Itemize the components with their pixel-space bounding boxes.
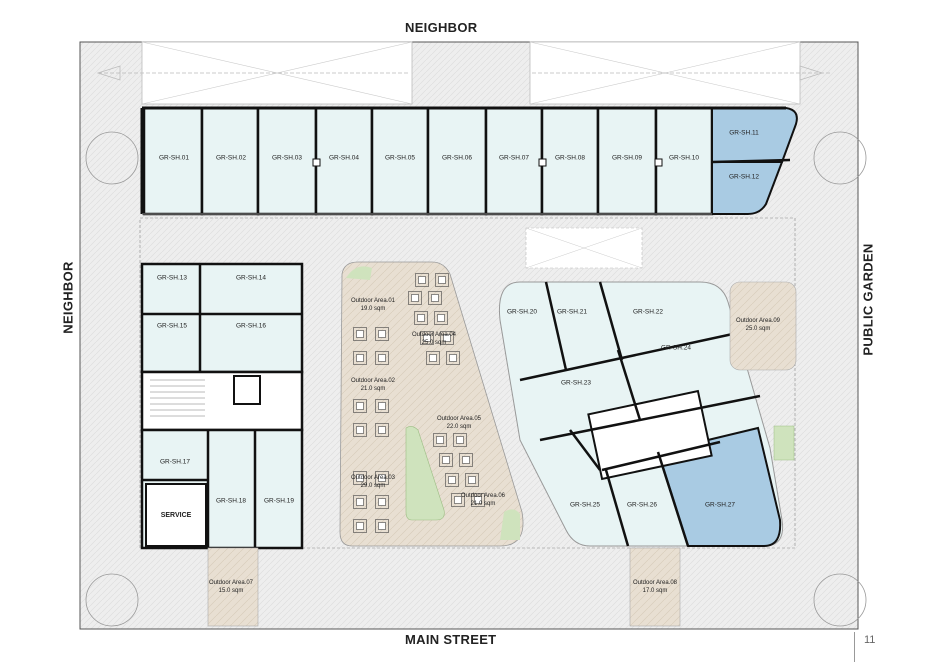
- column-icon: [538, 158, 547, 167]
- tree-icon: [85, 131, 867, 627]
- outdoor-area-size-oa09: 25.0 sqm: [746, 326, 771, 332]
- shop-label-sh08: GR-SH.08: [555, 155, 585, 162]
- shop-label-sh16: GR-SH.16: [236, 323, 266, 330]
- outdoor-area-size-oa01: 19.0 sqm: [361, 306, 386, 312]
- garden-patch: [773, 425, 795, 461]
- outdoor-area-size-oa07: 15.0 sqm: [219, 588, 244, 594]
- outdoor-area-size-oa06: 21.0 sqm: [471, 501, 496, 507]
- edge-label-right: PUBLIC GARDEN: [860, 243, 876, 356]
- shop-label-sh23: GR-SH.23: [561, 380, 591, 387]
- edge-label-left: NEIGHBOR: [60, 261, 76, 334]
- shop-cell-sh06: [426, 106, 488, 216]
- page-divider: [854, 632, 855, 662]
- outdoor-area-name-oa05: Outdoor Area.05: [437, 416, 482, 422]
- shop-label-sh22: GR-SH.22: [633, 309, 663, 316]
- shop-label-sh04: GR-SH.04: [329, 155, 359, 162]
- outdoor-area-08-zone: [629, 547, 681, 627]
- left-block: [140, 262, 304, 374]
- shop-label-sh18: GR-SH.18: [216, 498, 246, 505]
- edge-label-top: NEIGHBOR: [405, 20, 478, 35]
- shop-cell-sh05: [370, 106, 430, 216]
- shop-label-sh11: GR-SH.11: [729, 130, 759, 137]
- outdoor-area-size-oa03: 29.0 sqm: [361, 483, 386, 489]
- garden-corner: [500, 509, 520, 540]
- shop-label-sh10: GR-SH.10: [669, 155, 699, 162]
- shop-label-sh24: GR-SH.24: [661, 345, 691, 352]
- outdoor-area-name-oa01: Outdoor Area.01: [351, 298, 396, 304]
- outdoor-area-size-oa04: 25.0 sqm: [422, 340, 447, 346]
- shop-sh11-shape: [711, 107, 798, 163]
- shop-label-sh02: GR-SH.02: [216, 155, 246, 162]
- outdoor-area-09-zone: [729, 281, 797, 371]
- column-icon: [654, 158, 663, 167]
- garden-strip: [405, 426, 445, 521]
- shop-label-sh03: GR-SH.03: [272, 155, 302, 162]
- shop-label-sh06: GR-SH.06: [442, 155, 472, 162]
- shop-label-sh25: GR-SH.25: [570, 502, 600, 509]
- outdoor-area-size-oa08: 17.0 sqm: [643, 588, 668, 594]
- shop-label-sh05: GR-SH.05: [385, 155, 415, 162]
- top-shop-row: [142, 106, 714, 216]
- outdoor-area-name-oa06: Outdoor Area.06: [461, 493, 506, 499]
- shop-cell-sh01: [142, 106, 204, 216]
- outdoor-area-size-oa05: 22.0 sqm: [447, 424, 472, 430]
- page-number: 11: [864, 634, 876, 646]
- stair-core-left: [140, 370, 304, 432]
- shop-label-sh15: GR-SH.15: [157, 323, 187, 330]
- shop-label-sh21: GR-SH.21: [557, 309, 587, 316]
- shop-label-sh17: GR-SH.17: [160, 459, 190, 466]
- service-label: SERVICE: [161, 512, 192, 519]
- shop-label-sh14: GR-SH.14: [236, 275, 266, 282]
- outdoor-area-size-oa02: 21.0 sqm: [361, 386, 386, 392]
- shop-label-sh19: GR-SH.19: [264, 498, 294, 505]
- outdoor-area-name-oa04: Outdoor Area.04: [412, 332, 457, 338]
- service-room: [145, 483, 207, 547]
- outdoor-area-name-oa02: Outdoor Area.02: [351, 378, 396, 384]
- column-icon: [312, 158, 321, 167]
- shop-label-sh27: GR-SH.27: [705, 502, 735, 509]
- shop-label-sh20: GR-SH.20: [507, 309, 537, 316]
- shop-label-sh12: GR-SH.12: [729, 174, 759, 181]
- outdoor-area-name-oa09: Outdoor Area.09: [736, 318, 781, 324]
- shop-sh12-shape: [711, 161, 784, 215]
- shop-cell-sh02: [200, 106, 260, 216]
- shop-label-sh01: GR-SH.01: [159, 155, 189, 162]
- outdoor-area-07-zone: [207, 547, 259, 627]
- setback-line: [139, 217, 796, 549]
- outdoor-area-name-oa07: Outdoor Area.07: [209, 580, 254, 586]
- shop-label-sh26: GR-SH.26: [627, 502, 657, 509]
- outdoor-area-name-oa08: Outdoor Area.08: [633, 580, 678, 586]
- shop-label-sh13: GR-SH.13: [157, 275, 187, 282]
- edge-label-bottom: MAIN STREET: [405, 632, 497, 647]
- shop-label-sh07: GR-SH.07: [499, 155, 529, 162]
- shop-cell-sh03: [256, 106, 318, 216]
- shop-label-sh09: GR-SH.09: [612, 155, 642, 162]
- garden-top: [346, 266, 372, 280]
- outdoor-area-name-oa03: Outdoor Area.03: [351, 475, 396, 481]
